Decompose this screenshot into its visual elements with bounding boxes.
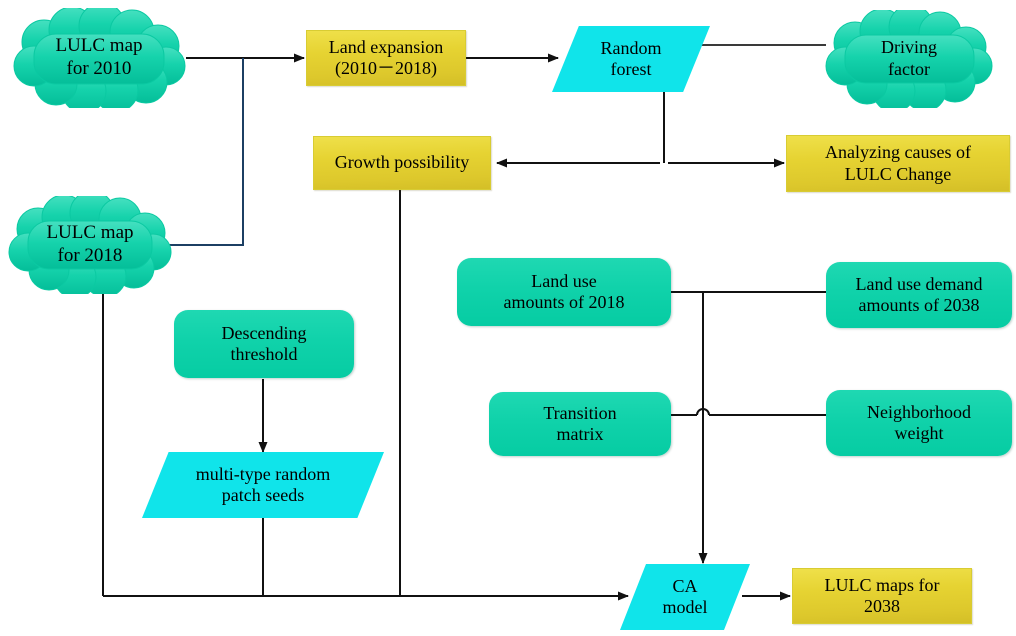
node-label: Land use demand amounts of 2038 (855, 273, 983, 315)
node-descending-threshold[interactable]: Descending threshold (174, 310, 354, 378)
parallelogram-shape (620, 564, 750, 630)
node-patch-seeds[interactable]: multi-type random patch seeds (142, 452, 384, 518)
node-lulc-map-2018[interactable]: LULC map for 2018 (6, 196, 174, 294)
node-land-use-2018[interactable]: Land use amounts of 2018 (457, 258, 671, 326)
node-growth-possibility[interactable]: Growth possibility (313, 136, 491, 190)
node-lulc-map-2010[interactable]: LULC map for 2010 (10, 8, 188, 108)
node-label: Neighborhood weight (867, 401, 971, 443)
cloud-shape (13, 8, 186, 108)
node-label: Random forest (600, 37, 662, 79)
node-driving-factor[interactable]: Driving factor (822, 10, 996, 108)
node-neighborhood-weight[interactable]: Neighborhood weight (826, 390, 1012, 456)
cloud-shape (8, 196, 172, 294)
node-label: multi-type random patch seeds (195, 463, 331, 505)
node-ca-model[interactable]: CA model (620, 564, 750, 630)
node-analyzing-causes[interactable]: Analyzing causes of LULC Change (786, 135, 1010, 192)
node-label: Analyzing causes of LULC Change (825, 142, 971, 184)
node-lulc-maps-2038[interactable]: LULC maps for 2038 (792, 568, 972, 624)
node-land-use-demand-2038[interactable]: Land use demand amounts of 2038 (826, 262, 1012, 328)
node-label: Land use amounts of 2018 (503, 270, 625, 312)
node-label: Transition matrix (543, 402, 617, 444)
node-land-expansion[interactable]: Land expansion (2010－2018) (306, 30, 466, 86)
node-transition-matrix[interactable]: Transition matrix (489, 392, 671, 456)
node-label: LULC maps for 2038 (824, 574, 940, 616)
node-random-forest[interactable]: Random forest (552, 26, 710, 92)
cloud-shape (825, 10, 993, 108)
node-label: Growth possibility (334, 152, 470, 173)
node-label: Descending threshold (221, 322, 307, 364)
edge-transition-hop (696, 408, 710, 416)
node-label: LULC map for 2010 (55, 35, 143, 79)
node-label: LULC map for 2018 (46, 222, 134, 266)
node-label: Driving factor (881, 37, 937, 79)
parallelogram-shape (552, 26, 710, 92)
node-label: CA model (662, 575, 708, 617)
node-label: Land expansion (2010－2018) (328, 36, 444, 78)
